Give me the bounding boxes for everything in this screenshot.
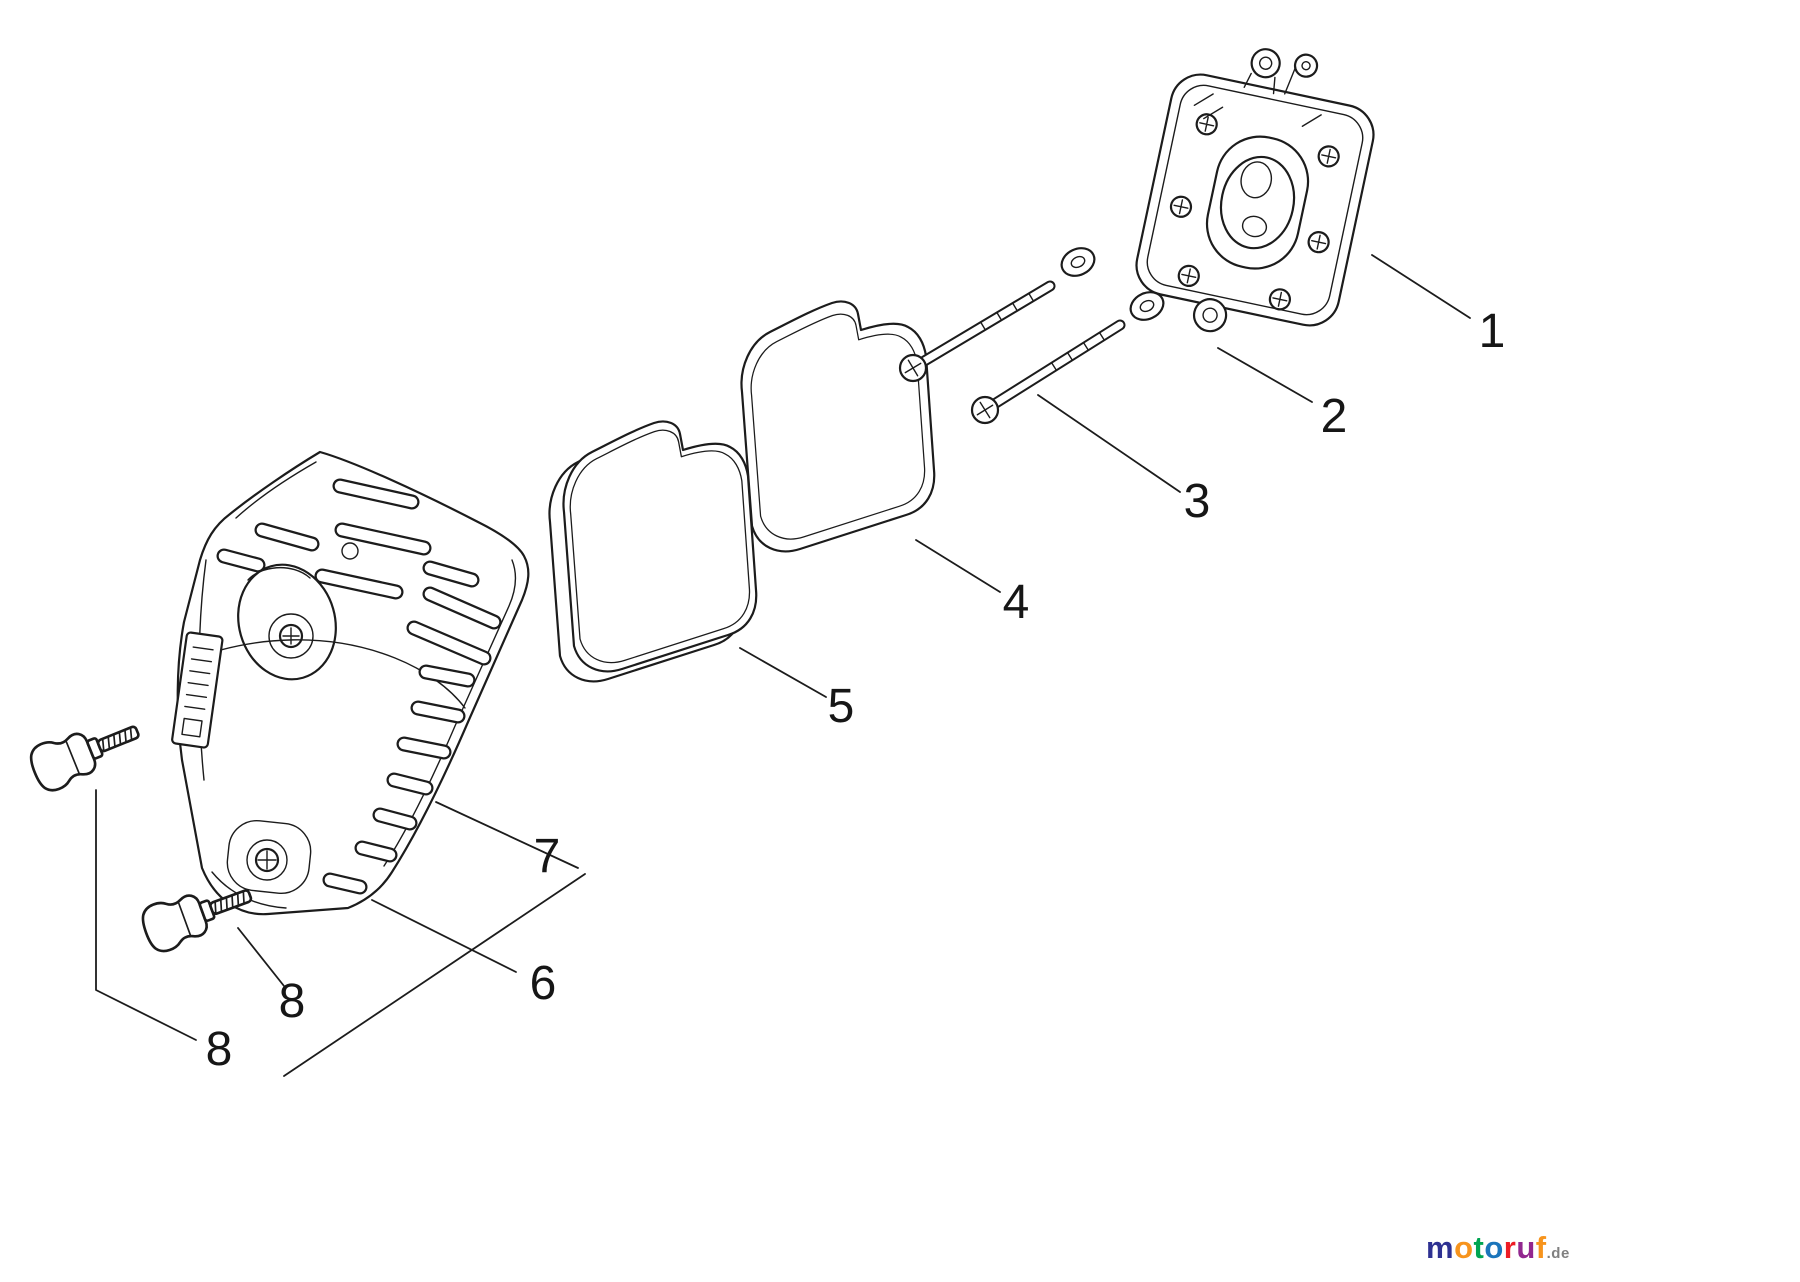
logo-letter: o bbox=[1454, 1230, 1474, 1265]
gasket-inner-outline bbox=[750, 313, 926, 540]
bottom-boss-recess bbox=[226, 819, 312, 895]
cover-right-rim bbox=[383, 559, 517, 867]
thumbscrew-upper bbox=[24, 707, 148, 797]
part-filter-element bbox=[548, 420, 758, 683]
logo-letter: t bbox=[1473, 1230, 1485, 1265]
cover-outline bbox=[176, 450, 530, 916]
screw-head-lower-cross bbox=[976, 401, 994, 419]
washer-lower-hole bbox=[1139, 299, 1155, 313]
callout-8-upper: 8 bbox=[279, 975, 306, 1028]
screw-bosses bbox=[1169, 113, 1340, 311]
cover-mid-crease bbox=[189, 639, 466, 709]
leader-5 bbox=[739, 647, 827, 698]
leader-1 bbox=[1371, 254, 1471, 319]
center-boss bbox=[237, 563, 337, 681]
cover-vent-hole bbox=[341, 542, 359, 560]
logo-letter: r bbox=[1503, 1230, 1517, 1265]
leader-7 bbox=[435, 801, 579, 869]
leader-8-lower bbox=[95, 789, 197, 1041]
plate-outline bbox=[1135, 73, 1375, 327]
part-thumbscrew-upper bbox=[24, 707, 148, 797]
logo-letter: u bbox=[1516, 1230, 1536, 1265]
leader-3 bbox=[1037, 394, 1181, 493]
intake-port-lower bbox=[1241, 215, 1268, 238]
part-air-cleaner-cover bbox=[171, 450, 530, 916]
callout-6: 6 bbox=[530, 957, 557, 1010]
bottom-boss bbox=[246, 839, 288, 881]
callout-3: 3 bbox=[1184, 475, 1211, 528]
center-chamber bbox=[1219, 155, 1296, 250]
washer-lower bbox=[1129, 291, 1165, 321]
warning-label-pictogram bbox=[181, 717, 203, 738]
filter-front-face bbox=[562, 420, 758, 673]
plate-inner-rim bbox=[1146, 84, 1364, 316]
motoruf-watermark: motoruf.de bbox=[1426, 1230, 1570, 1266]
callout-4: 4 bbox=[1003, 576, 1030, 629]
part-washer-pair bbox=[1060, 247, 1165, 321]
center-ridge bbox=[1205, 135, 1310, 270]
part-screw-pair bbox=[898, 280, 1126, 425]
screw-boss-crosses bbox=[1173, 116, 1337, 307]
plate-hatch-marks bbox=[1193, 93, 1322, 127]
leader-2 bbox=[1217, 347, 1313, 403]
screw-shafts-fill bbox=[912, 282, 1124, 412]
hinge-lug-holes bbox=[1202, 56, 1311, 323]
callout-7: 7 bbox=[534, 830, 561, 883]
washer-upper bbox=[1060, 247, 1096, 277]
callout-1: 1 bbox=[1479, 305, 1506, 358]
center-boss-screw-cross bbox=[282, 627, 300, 645]
leader-8-upper bbox=[237, 927, 285, 987]
logo-letter: f bbox=[1535, 1230, 1547, 1265]
louver-slots-fill bbox=[218, 480, 500, 893]
callout-labels: 1 2 3 4 5 7 6 8 8 bbox=[206, 305, 1506, 1076]
bottom-boss-screw-cross bbox=[257, 850, 277, 870]
bottom-boss-screw bbox=[254, 847, 280, 873]
screw-thread-ticks bbox=[980, 293, 1105, 371]
leader-lines bbox=[95, 254, 1471, 1077]
warning-label-lines bbox=[184, 646, 214, 710]
washer-upper-hole bbox=[1070, 255, 1086, 269]
part-air-filter-cover-plate bbox=[1135, 48, 1375, 333]
callout-8-lower: 8 bbox=[206, 1023, 233, 1076]
leader-axis bbox=[283, 873, 586, 1077]
part-gasket bbox=[740, 300, 936, 553]
logo-letter: m bbox=[1426, 1230, 1455, 1265]
callout-2: 2 bbox=[1321, 390, 1348, 443]
center-boss-screw bbox=[278, 623, 304, 649]
gasket-outer-outline bbox=[740, 300, 936, 553]
logo-suffix: .de bbox=[1546, 1245, 1570, 1262]
leader-4 bbox=[915, 539, 1001, 593]
intake-port-upper bbox=[1240, 161, 1273, 199]
callout-5: 5 bbox=[828, 680, 855, 733]
filter-inner-edge bbox=[569, 429, 751, 664]
screw-head-upper-cross bbox=[904, 359, 922, 377]
cover-topleft-rim bbox=[235, 461, 317, 519]
logo-letter: o bbox=[1484, 1230, 1504, 1265]
hinge-lugs bbox=[1192, 48, 1319, 333]
leader-6 bbox=[371, 899, 517, 973]
warning-label bbox=[171, 631, 224, 749]
center-boss-recess bbox=[268, 613, 314, 659]
